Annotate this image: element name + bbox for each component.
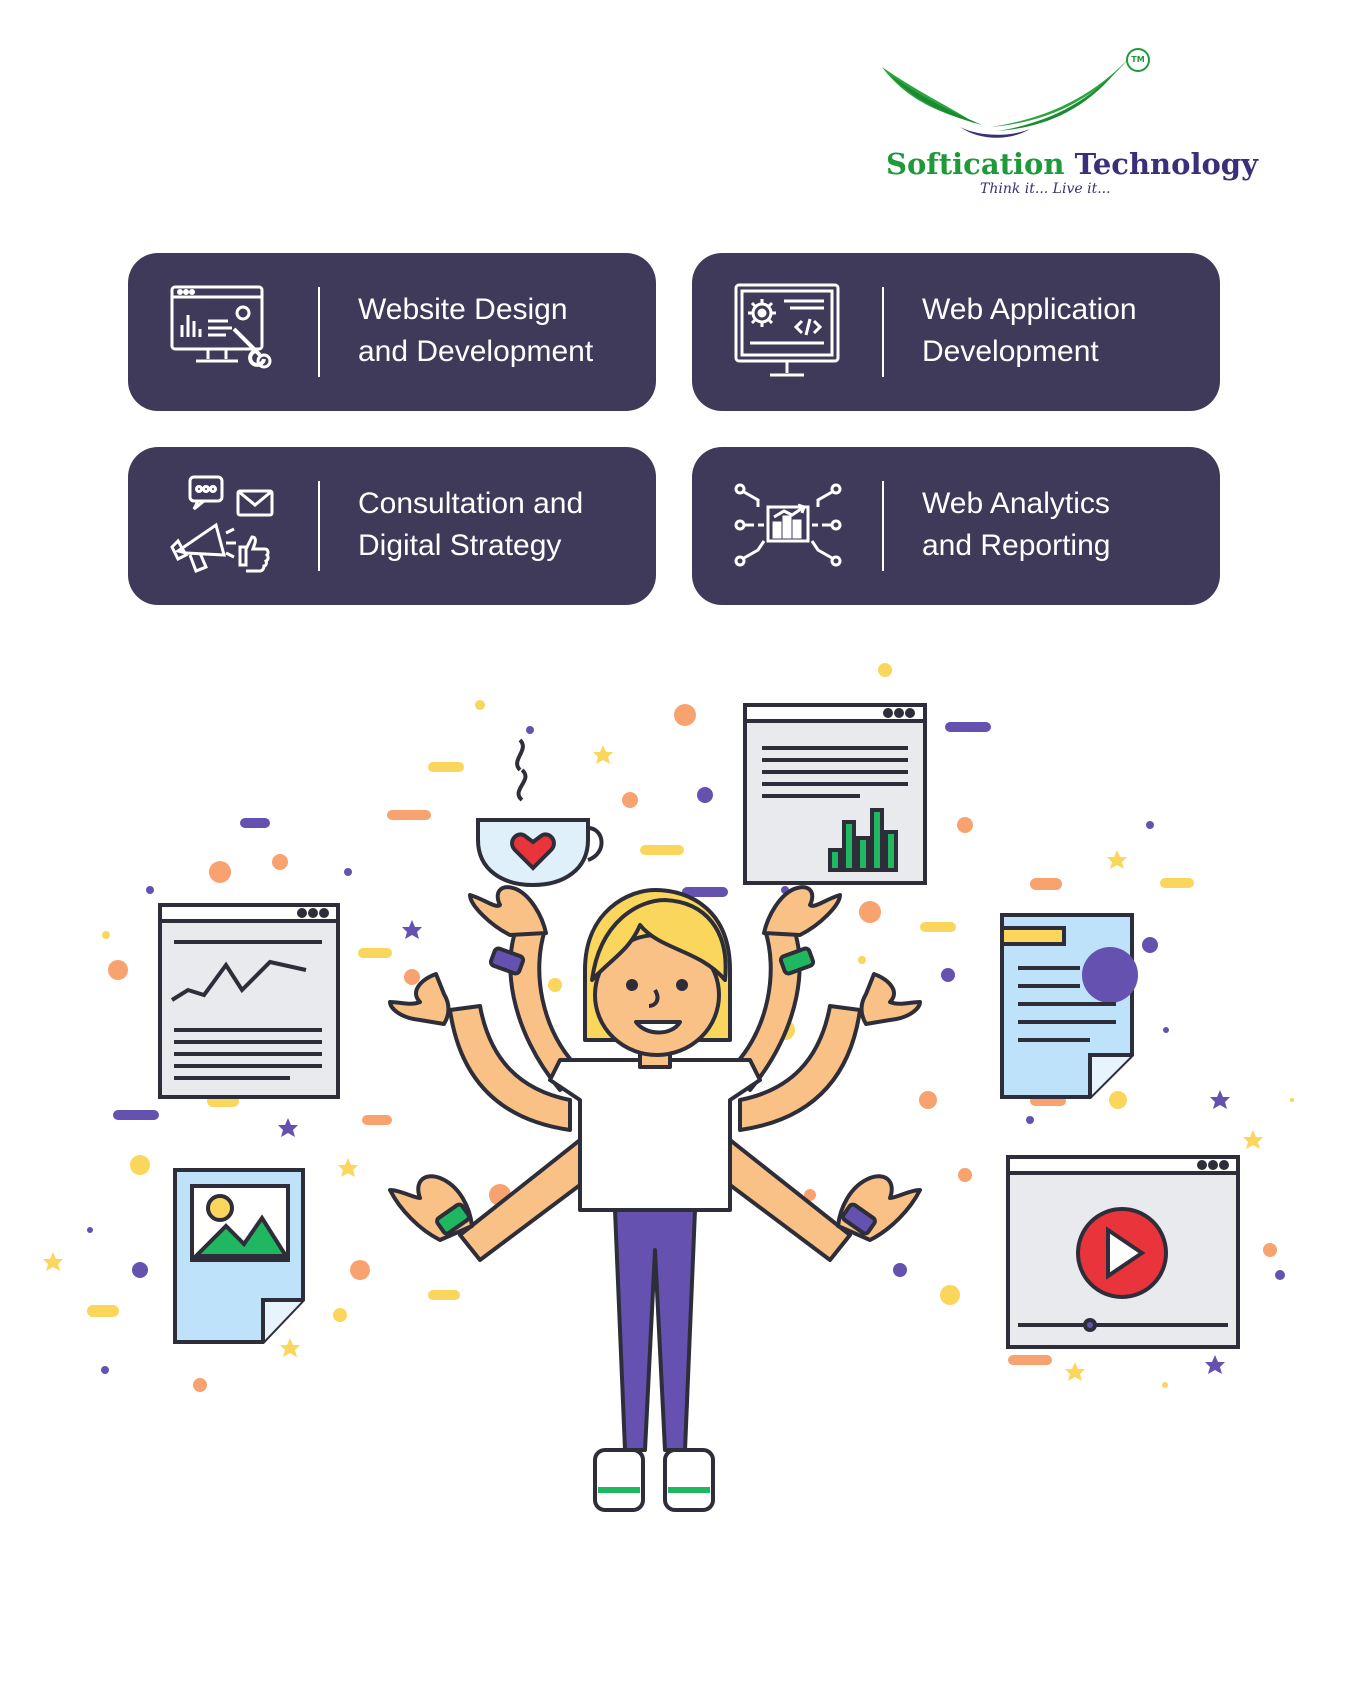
company-logo: TM Softication Technology Think it... Li… bbox=[880, 45, 1258, 205]
monitor-gear-code-icon bbox=[732, 281, 842, 385]
logo-wordmark: Softication Technology bbox=[886, 147, 1258, 181]
service-card-web-analytics: Web Analytics and Reporting bbox=[692, 447, 1220, 605]
video-player-window bbox=[1006, 1155, 1240, 1349]
service-label: Web Analytics and Reporting bbox=[922, 487, 1111, 562]
card-divider bbox=[318, 287, 320, 377]
logo-name-part1: Softication bbox=[886, 147, 1065, 181]
logo-name-part2: Technology bbox=[1074, 147, 1258, 181]
service-card-website-design: Website Design and Development bbox=[128, 253, 656, 411]
line-chart-window bbox=[158, 903, 340, 1099]
service-label: Consultation and Digital Strategy bbox=[358, 487, 584, 562]
monitor-wrench-icon bbox=[168, 281, 278, 385]
image-document bbox=[173, 1168, 305, 1344]
logo-tagline: Think it... Live it... bbox=[980, 181, 1111, 197]
card-divider bbox=[318, 481, 320, 571]
card-divider bbox=[882, 287, 884, 377]
multitasking-person-illustration bbox=[43, 663, 1294, 1512]
coffee-cup-heart bbox=[476, 738, 604, 888]
service-card-consultation: Consultation and Digital Strategy bbox=[128, 447, 656, 605]
service-label: Website Design and Development bbox=[358, 293, 594, 368]
trademark-badge: TM bbox=[1126, 48, 1150, 72]
megaphone-chat-like-icon bbox=[168, 475, 278, 579]
card-divider bbox=[882, 481, 884, 571]
bird-wings-logo-mark bbox=[882, 57, 1130, 138]
bar-chart-window bbox=[743, 703, 927, 885]
service-card-web-application: Web Application Development bbox=[692, 253, 1220, 411]
analytics-network-icon bbox=[732, 475, 842, 579]
service-label: Web Application Development bbox=[922, 293, 1137, 368]
person-figure bbox=[388, 885, 922, 1512]
document-sheet bbox=[1000, 913, 1138, 1099]
